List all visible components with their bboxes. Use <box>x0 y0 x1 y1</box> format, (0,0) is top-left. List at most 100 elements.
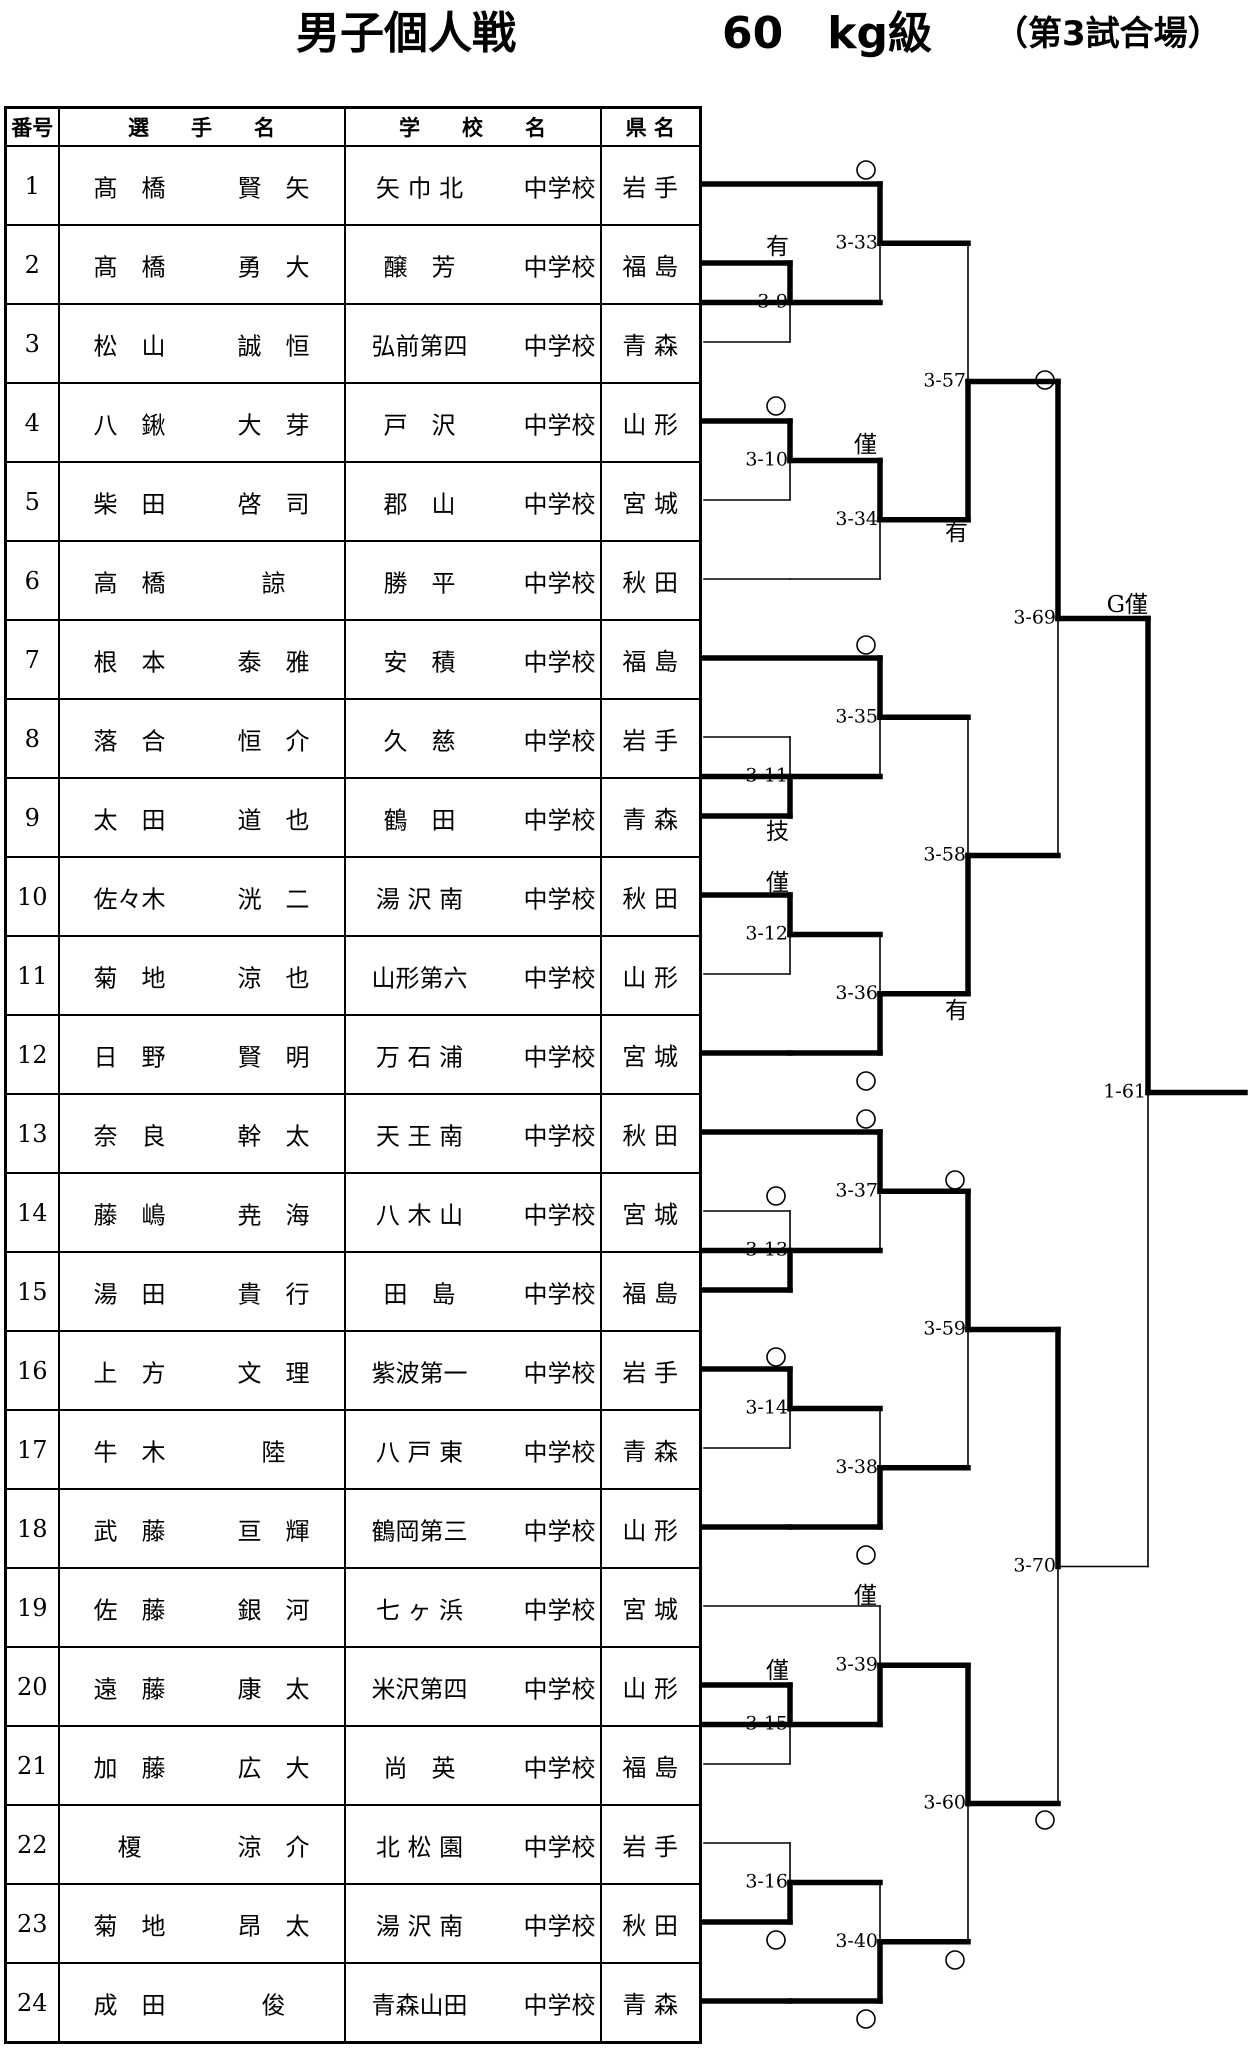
player-given-name: 亘 輝 <box>237 1517 310 1545</box>
school-name: 北 松 園 <box>375 1833 464 1861</box>
player-surname: 高 橋 <box>93 569 166 597</box>
player-surname: 根 本 <box>93 648 166 676</box>
school-name: 米沢第四 <box>371 1675 468 1703</box>
school-name: 天 王 南 <box>375 1122 464 1150</box>
player-name-cell: 松 山誠 恒 <box>57 303 346 384</box>
player-surname: 髙 橋 <box>93 174 166 202</box>
school-cell: 醸 芳 中学校 <box>343 224 602 305</box>
player-name-cell: 高 橋諒 <box>57 540 346 621</box>
school-name: 山形第六 <box>371 964 468 992</box>
school-suffix: 中学校 <box>523 490 596 518</box>
player-given-name: 誠 恒 <box>237 332 310 360</box>
player-name-cell: 日 野賢 明 <box>57 1014 346 1095</box>
school-name: 紫波第一 <box>371 1359 468 1387</box>
player-number: 20 <box>4 1646 60 1727</box>
player-surname: 松 山 <box>93 332 166 360</box>
school-cell: 紫波第一中学校 <box>343 1330 602 1411</box>
result-label: 僅 <box>766 1658 789 1684</box>
prefecture: 宮 城 <box>599 1567 702 1648</box>
school-name: 七 ヶ 浜 <box>375 1596 464 1624</box>
event-title: 男子個人戦 <box>296 8 516 59</box>
player-surname: 奈 良 <box>93 1122 166 1150</box>
prefecture: 福 島 <box>599 1725 702 1806</box>
prefecture: 秋 田 <box>599 540 702 621</box>
school-cell: 山形第六中学校 <box>343 935 602 1016</box>
school-name: 醸 芳 <box>383 253 456 281</box>
school-cell: 八 戸 東中学校 <box>343 1409 602 1490</box>
match-number: 3-57 <box>923 370 966 392</box>
player-surname: 藤 嶋 <box>93 1201 166 1229</box>
prefecture: 宮 城 <box>599 1172 702 1253</box>
player-name-cell: 落 合恒 介 <box>57 698 346 779</box>
school-name: 八 戸 東 <box>375 1438 464 1466</box>
player-surname: 上 方 <box>93 1359 166 1387</box>
school-suffix: 中学校 <box>523 1201 596 1229</box>
school-cell: 七 ヶ 浜中学校 <box>343 1567 602 1648</box>
school-suffix: 中学校 <box>523 727 596 755</box>
school-cell: 万 石 浦中学校 <box>343 1014 602 1095</box>
win-mark-icon <box>766 1930 786 1950</box>
player-given-name: 賢 明 <box>237 1043 310 1071</box>
player-name-cell: 奈 良幹 太 <box>57 1093 346 1174</box>
prefecture: 岩 手 <box>599 1804 702 1885</box>
venue-label: （第3試合場） <box>994 14 1222 54</box>
player-number: 14 <box>4 1172 60 1253</box>
school-suffix: 中学校 <box>523 1675 596 1703</box>
player-number: 17 <box>4 1409 60 1490</box>
school-cell: 弘前第四中学校 <box>343 303 602 384</box>
player-name-cell: 菊 地昂 太 <box>57 1883 346 1964</box>
player-surname: 榎 <box>117 1833 142 1861</box>
win-mark-icon <box>856 635 876 655</box>
player-name-cell: 八 鍬大 芽 <box>57 382 346 463</box>
win-mark-icon <box>856 1109 876 1129</box>
school-suffix: 中学校 <box>523 885 596 913</box>
win-mark-icon <box>766 396 786 416</box>
player-given-name: 泰 雅 <box>237 648 310 676</box>
school-suffix: 中学校 <box>523 1280 596 1308</box>
match-number: 3-59 <box>923 1318 966 1340</box>
school-cell: 戸 沢中学校 <box>343 382 602 463</box>
school-cell: 米沢第四 中学校 <box>343 1646 602 1727</box>
player-surname: 八 鍬 <box>93 411 166 439</box>
prefecture: 山 形 <box>599 1488 702 1569</box>
player-number: 2 <box>4 224 60 305</box>
player-name-cell: 佐 藤銀 河 <box>57 1567 346 1648</box>
player-name-cell: 上 方文 理 <box>57 1330 346 1411</box>
match-number: 3-35 <box>835 705 878 727</box>
school-cell: 湯 沢 南中学校 <box>343 856 602 937</box>
player-number: 19 <box>4 1567 60 1648</box>
match-number: 3-16 <box>745 1871 788 1893</box>
prefecture: 山 形 <box>599 1646 702 1727</box>
header-player-name: 選 手 名 <box>57 106 346 147</box>
roster-header: 番号 選 手 名 学 校 名 県 名 <box>4 106 702 147</box>
school-name: 弘前第四 <box>371 332 468 360</box>
school-suffix: 中学校 <box>523 1912 596 1940</box>
school-cell: 尚 英中学校 <box>343 1725 602 1806</box>
player-number: 8 <box>4 698 60 779</box>
player-number: 4 <box>4 382 60 463</box>
school-suffix: 中学校 <box>523 253 596 281</box>
match-number: 3-10 <box>745 449 788 471</box>
match-number: 3-70 <box>1013 1555 1056 1577</box>
match-number: 3-36 <box>835 982 878 1004</box>
prefecture: 福 島 <box>599 224 702 305</box>
match-number: 3-40 <box>835 1930 878 1952</box>
school-cell: 鶴 田中学校 <box>343 777 602 858</box>
player-name-cell: 根 本泰 雅 <box>57 619 346 700</box>
prefecture: 秋 田 <box>599 1093 702 1174</box>
player-given-name: 尭 海 <box>237 1201 310 1229</box>
player-number: 22 <box>4 1804 60 1885</box>
prefecture: 山 形 <box>599 382 702 463</box>
player-given-name: 俊 <box>261 1991 286 2019</box>
player-surname: 柴 田 <box>93 490 166 518</box>
player-surname: 佐々木 <box>93 885 166 913</box>
